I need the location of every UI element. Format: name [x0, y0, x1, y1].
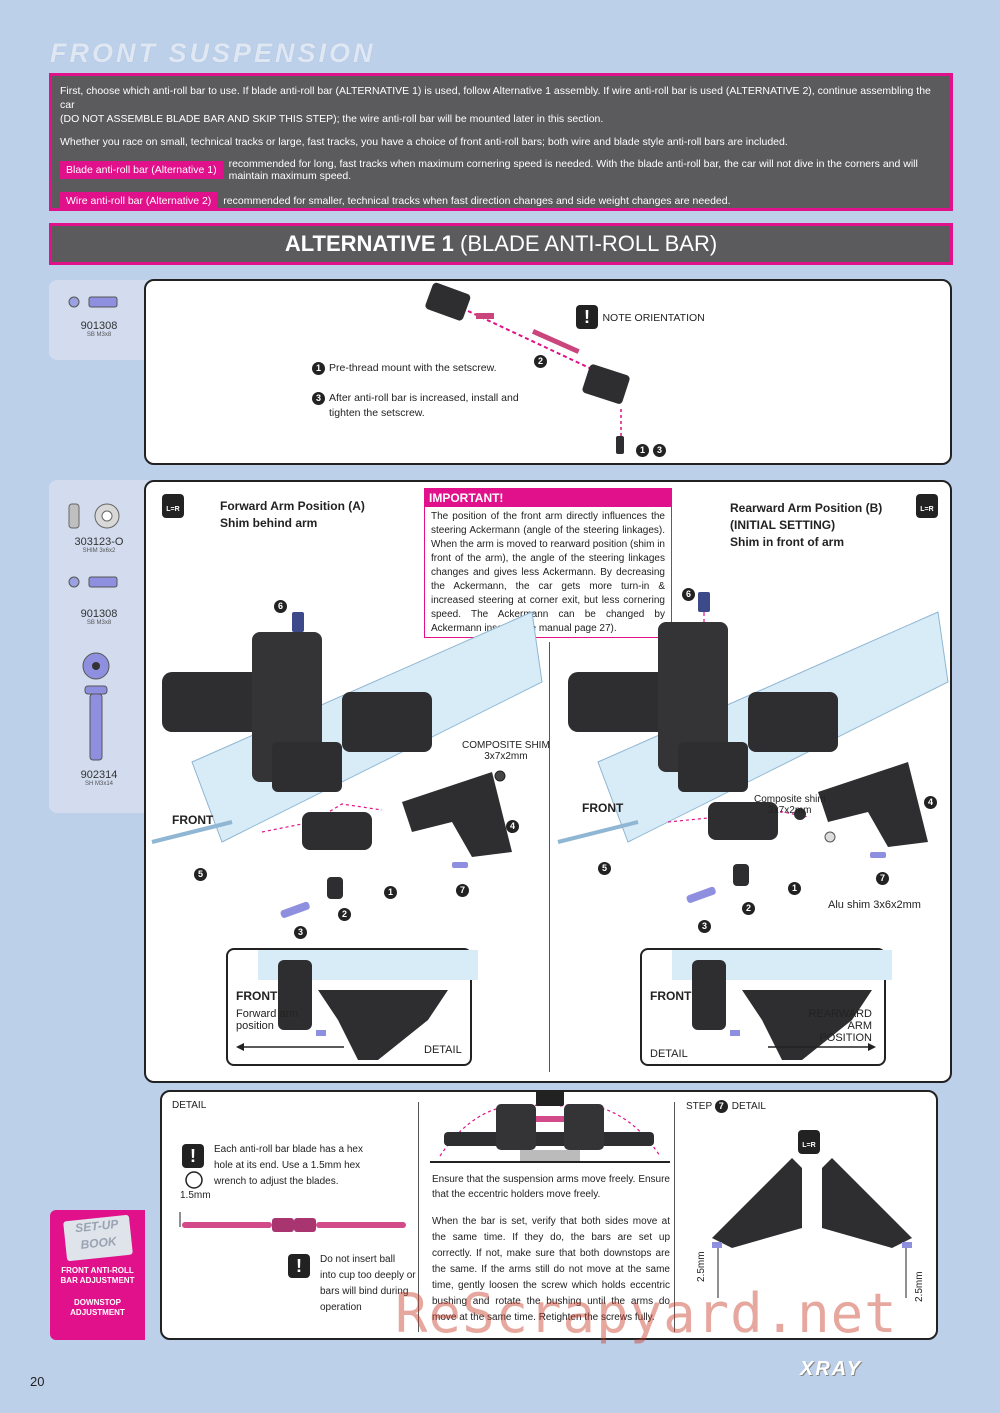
setup-item-anti-roll[interactable]: FRONT ANTI-ROLL BAR ADJUSTMENT	[60, 1266, 135, 1285]
note-orientation: ! NOTE ORIENTATION	[576, 305, 705, 329]
callout-b-6: 6	[682, 586, 699, 604]
bottom-detail-label: DETAIL	[172, 1100, 207, 1111]
hex-screw-part-icon	[82, 652, 110, 761]
hex-hole-icon	[185, 1171, 203, 1189]
blade-option: Blade anti-roll bar (Alternative 1) reco…	[60, 158, 942, 182]
lr-icon-right: L=R	[916, 494, 938, 518]
intro-line-1: First, choose which anti-roll bar to use…	[60, 85, 931, 111]
warning-icon: !	[576, 305, 598, 329]
front-label-b: FRONT	[582, 801, 624, 815]
callout-2: 2	[534, 354, 551, 369]
callout-b-5: 5	[598, 860, 615, 878]
lr-icon-left: L=R	[162, 494, 184, 518]
callout-a-3: 3	[294, 924, 311, 942]
mount-illustration	[425, 282, 630, 454]
rearward-arm-assembly-illustration	[557, 592, 949, 903]
callout-a-6: 6	[274, 598, 291, 616]
downstop-illustration	[712, 1158, 912, 1298]
callout-a-5: 5	[194, 866, 211, 884]
brand-logo: XRAY	[800, 1358, 863, 1380]
callout-a-2: 2	[338, 906, 355, 924]
important-title: IMPORTANT!	[425, 489, 671, 507]
alu-shim-label: Alu shim 3x6x2mm	[828, 899, 921, 911]
callout-b-2: 2	[742, 900, 759, 918]
setup-book-sidebar[interactable]: SET-UP BOOK FRONT ANTI-ROLL BAR ADJUSTME…	[50, 1210, 145, 1340]
callout-b-3: 3	[698, 918, 715, 936]
wire-tag: Wire anti-roll bar (Alternative 2)	[60, 192, 218, 210]
blade-text: recommended for long, fast tracks when m…	[228, 158, 918, 182]
adjustment-detail-panel: DETAIL ! Each anti-roll bar blade has a …	[160, 1090, 938, 1340]
forward-arm-assembly-illustration	[151, 611, 543, 918]
page-number: 20	[30, 1374, 45, 1389]
front-label-detail-a: FRONT	[236, 989, 278, 1003]
wire-option: Wire anti-roll bar (Alternative 2) recom…	[60, 192, 942, 210]
arrow-right-icon	[768, 1043, 876, 1051]
ball-warning-icon: !	[288, 1254, 310, 1278]
hex-size-label: 1.5mm	[180, 1190, 211, 1201]
anti-roll-blade-illustration	[179, 1212, 406, 1232]
forward-position-heading: Forward Arm Position (A) Shim behind arm	[220, 499, 365, 530]
screw-part-icon	[68, 576, 118, 588]
free-movement-note: Ensure that the suspension arms move fre…	[432, 1174, 670, 1200]
callout-a-7: 7	[456, 882, 473, 900]
page-title: FRONT SUSPENSION	[50, 38, 376, 68]
divider-1	[418, 1102, 419, 1332]
step-arm-position-panel: L=R L=R Forward Arm Position (A) Shim be…	[144, 480, 952, 1083]
important-note: IMPORTANT! The position of the front arm…	[424, 488, 672, 638]
intro-line-2: (DO NOT ASSEMBLE BLADE BAR AND SKIP THIS…	[60, 113, 604, 125]
intro-box: First, choose which anti-roll bar to use…	[49, 73, 953, 211]
detail-label-a: DETAIL	[424, 1044, 462, 1056]
callout-b-1: 1	[788, 880, 805, 898]
shim-part-icon	[68, 503, 120, 529]
setup-book-icon: SET-UP BOOK	[62, 1214, 133, 1262]
detail-forward-illustration	[258, 950, 478, 1060]
hex-warning-icon: !	[182, 1144, 204, 1168]
wire-text: recommended for smaller, technical track…	[223, 195, 731, 207]
front-label-a: FRONT	[172, 813, 214, 827]
setup-item-downstop[interactable]: DOWNSTOP ADJUSTMENT	[70, 1298, 125, 1317]
callout-a-4: 4	[506, 818, 523, 836]
alternative-banner-bold: ALTERNATIVE 1	[284, 231, 454, 256]
divider	[549, 642, 550, 1072]
callout-a-1: 1	[384, 884, 401, 902]
callout-b-4: 4	[924, 794, 941, 812]
downstop-left-label: 2.5mm	[696, 1251, 707, 1282]
rearward-position-heading: Rearward Arm Position (B) (INITIAL SETTI…	[730, 501, 883, 549]
set-bar-note: When the bar is set, verify that both si…	[432, 1216, 670, 1323]
intro-line-3: Whether you race on small, technical tra…	[60, 136, 788, 148]
arrow-left-icon	[236, 1043, 344, 1051]
suspension-movement-illustration	[430, 1090, 670, 1163]
screw-part-icon	[68, 296, 118, 308]
callout-b-7: 7	[876, 870, 893, 888]
lr-icon-bottom: L=R	[798, 1130, 820, 1154]
alternative-banner: ALTERNATIVE 1 (BLADE ANTI-ROLL BAR)	[49, 223, 953, 265]
divider-2	[674, 1102, 675, 1332]
front-label-detail-b: FRONT	[650, 989, 692, 1003]
detail-label-b: DETAIL	[650, 1048, 688, 1060]
watermark: ReScrapyard.net	[395, 1282, 898, 1345]
alternative-banner-rest: (BLADE ANTI-ROLL BAR)	[453, 231, 718, 256]
blade-tag: Blade anti-roll bar (Alternative 1)	[60, 161, 223, 179]
downstop-right-label: 2.5mm	[914, 1271, 925, 1302]
detail-rearward-illustration	[672, 950, 892, 1060]
